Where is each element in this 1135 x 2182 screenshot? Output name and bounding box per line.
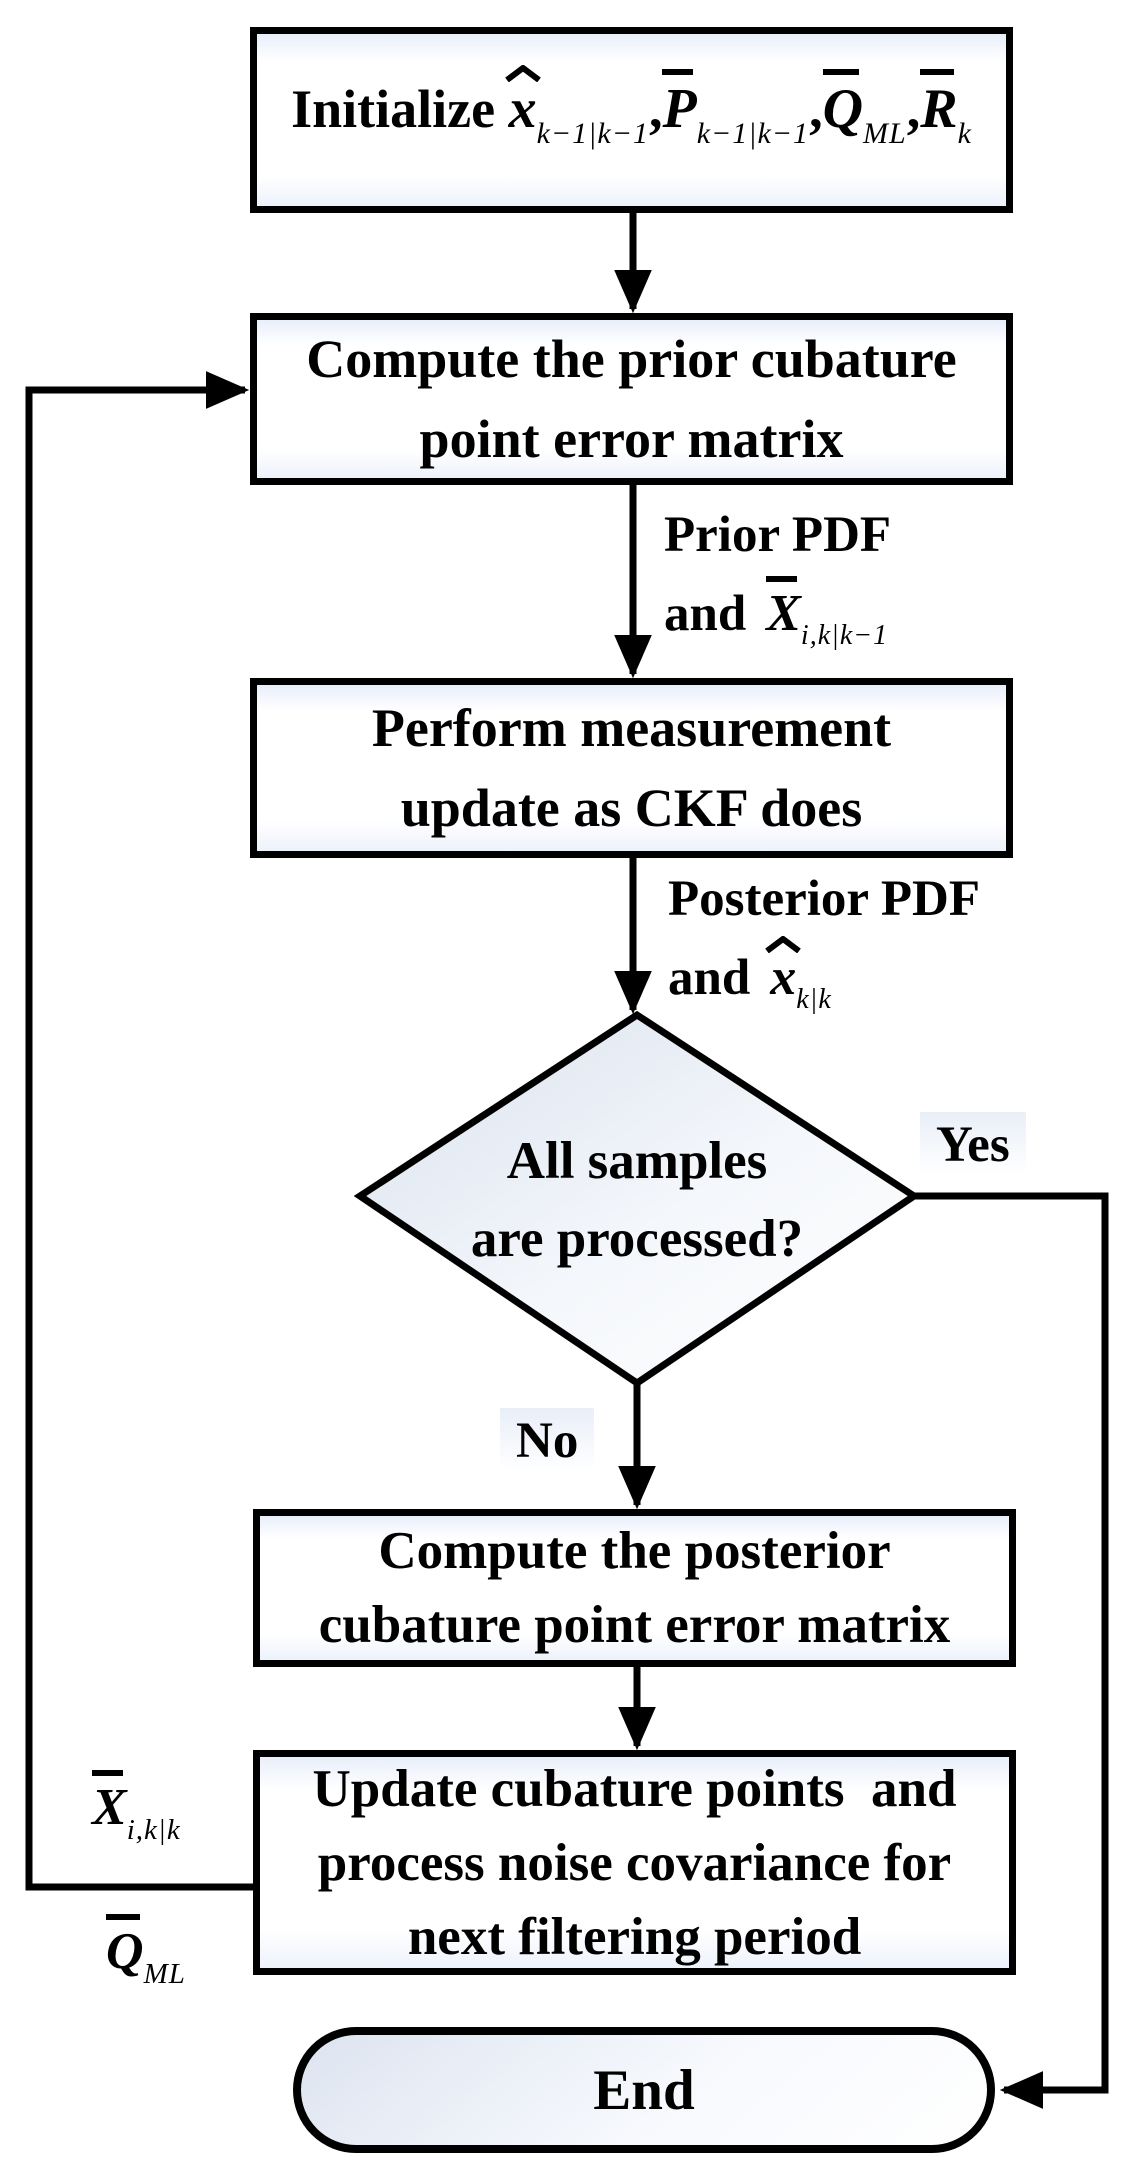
math-X-bar-feedback: Xi,k|k bbox=[92, 1768, 181, 1847]
edge-label-yes: Yes bbox=[920, 1112, 1026, 1181]
feedback-label-noise-covariance: QML bbox=[106, 1912, 186, 1991]
node-decision: All samples are processed? bbox=[362, 1112, 912, 1288]
node-measurement-line2: update as CKF does bbox=[400, 778, 863, 838]
hat-accent-icon bbox=[504, 64, 541, 82]
bar-accent bbox=[92, 1770, 123, 1776]
node-measurement-line1: Perform measurement bbox=[371, 698, 892, 758]
bar-accent bbox=[920, 68, 954, 75]
math-P-bar-term: Pk−1|k−1, bbox=[662, 67, 823, 174]
math-x-hat-posterior: xk|k bbox=[765, 936, 832, 1039]
decision-diamond-shape bbox=[353, 1010, 921, 1388]
math-Q-bar-feedback: QML bbox=[106, 1912, 186, 1991]
node-end-label: End bbox=[593, 2058, 695, 2122]
arrow-update-feedback-to-compute-prior bbox=[25, 371, 253, 1891]
bar-accent bbox=[766, 576, 797, 582]
hat-accent-icon bbox=[765, 936, 802, 953]
bar-accent bbox=[662, 68, 693, 75]
node-compute-prior-line1: Compute the prior cubature bbox=[306, 329, 957, 389]
node-compute-prior: Compute the prior cubature point error m… bbox=[250, 313, 1021, 493]
edge-label-prior-line1: Prior PDF bbox=[664, 507, 892, 563]
node-update-points: Update cubature points and process noise… bbox=[253, 1750, 1024, 1983]
initialize-prefix: Initialize bbox=[291, 78, 496, 139]
feedback-label-cubature-points: Xi,k|k bbox=[92, 1768, 181, 1847]
node-compute-posterior: Compute the posterior cubature point err… bbox=[253, 1509, 1024, 1675]
node-initialize-label: Initialize xk−1|k−1,Pk−1|k−1,QML,Rk bbox=[291, 64, 972, 174]
node-compute-posterior-line2: cubature point error matrix bbox=[318, 1596, 951, 1654]
node-end: End bbox=[293, 2027, 995, 2153]
node-update-line2: process noise covariance for bbox=[317, 1833, 952, 1892]
math-X-bar-prior: Xi,k|k−1 bbox=[766, 574, 888, 675]
node-update-line3: next filtering period bbox=[407, 1907, 862, 1966]
node-compute-posterior-line1: Compute the posterior bbox=[378, 1522, 891, 1580]
math-R-bar-term: Rk bbox=[920, 67, 972, 174]
node-decision-line1: All samples bbox=[506, 1132, 768, 1190]
node-initialize: Initialize xk−1|k−1,Pk−1|k−1,QML,Rk bbox=[250, 27, 1021, 221]
math-Q-bar-term: QML, bbox=[822, 67, 920, 174]
edge-label-posterior-line1: Posterior PDF bbox=[668, 871, 981, 927]
bar-accent bbox=[822, 68, 860, 75]
arrow-decision-yes-to-end bbox=[912, 1192, 1109, 2109]
math-x-hat-term: xk−1|k−1, bbox=[504, 64, 662, 174]
node-update-line1: Update cubature points and bbox=[312, 1759, 957, 1818]
node-measurement-update: Perform measurement update as CKF does bbox=[250, 678, 1021, 866]
node-compute-prior-line2: point error matrix bbox=[419, 409, 844, 469]
edge-label-no: No bbox=[500, 1408, 595, 1477]
node-decision-line2: are processed? bbox=[470, 1210, 804, 1268]
bar-accent bbox=[106, 1914, 140, 1920]
